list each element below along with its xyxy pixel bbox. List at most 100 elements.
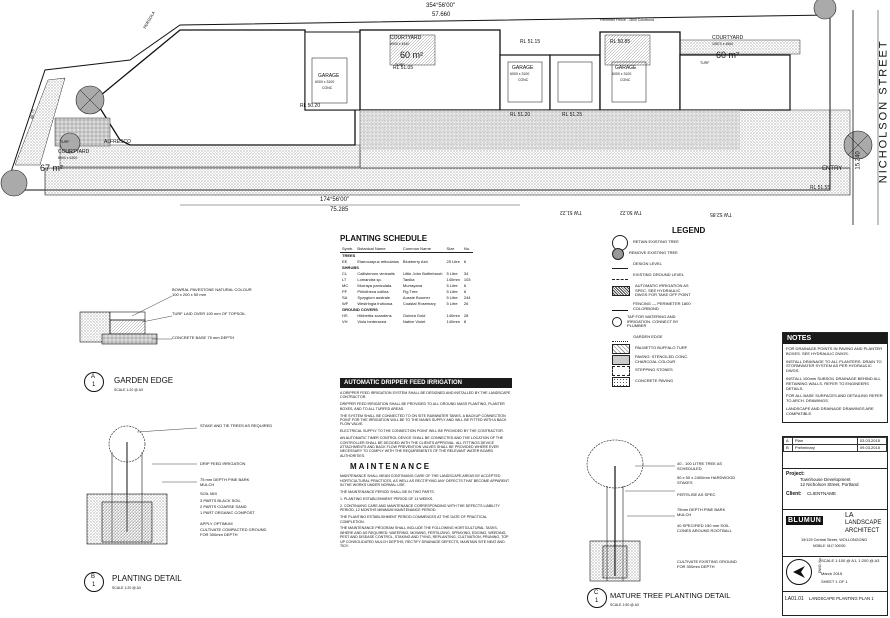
mature-tree-note-4: 75mm DEPTH PINE BARK MULCH [677,507,726,517]
length-bottom: 75.285 [330,207,349,213]
garage-3-rl: RL 51.25 [562,112,583,118]
legend-label: PALMETTO BUFFALO TURF [635,345,688,351]
schedule-group-row: GROUND COVERS [340,307,473,313]
schedule-cell: Native Violet [402,319,426,324]
note-item: INSTALL DRAINAGE TO ALL PLANTERS. DRAIN … [786,358,882,374]
drawing-title: LANDSCAPE PLANTING PLAN 1 [809,596,874,601]
irrigation-paragraph: ELECTRICAL SUPPLY TO THE CONNECTION POIN… [340,429,504,434]
firm-line2: ARCHITECT [845,528,880,534]
scale-text: SCALE 1:100 @ A1, 1:200 @ A3 [821,558,880,563]
title-block: A Plan 03.03.2015 B Preliminary 09.03.20… [782,436,888,616]
schedule-group-row: SHRUBS [340,265,473,271]
schedule-cell: Coastal Rosemary [402,301,436,306]
legend-label: EXISTING GROUND LEVEL [633,272,685,278]
north-arrow-icon [786,559,812,585]
planting-detail-note-2: DRIP FEED IRRIGATION [200,461,246,466]
planting-detail-note-5: 3 PARTS BLACK SOIL [200,498,241,503]
schedule-cell: 103 [463,277,471,282]
legend-label: CONCRETE PAVING [635,378,674,384]
schedule-cell: SA [342,295,348,300]
bearing-top: 354°56'00" [426,3,456,9]
legend-label: AUTOMATIC IRRIGATION AS SPEC. SEE HYDRAU… [635,283,691,298]
planting-schedule-title: PLANTING SCHEDULE [340,234,428,243]
mature-tree-marker: C 1 [587,588,607,608]
legend-item: EXISTING GROUND LEVEL [612,270,792,281]
mature-tree-note-5: 40 SPECIFIED 150 mm SOIL CONES AROUND RO… [677,523,732,533]
schedule-cell: 6 [463,259,467,264]
planting-detail-letter: B [91,574,96,580]
schedule-header-cell: Botanical Name [355,246,401,253]
irrigation-paragraph: AN AUTOMATIC TIMER CONTROL DEVICE SHALL … [340,436,504,458]
mature-tree-note-6: CULTIVATE EXISTING GROUND FOR 300mm DEPT… [677,559,737,569]
garage-1-dims: 6000 x 3100 [315,80,335,84]
schedule-cell: Tanika [402,277,415,282]
garden-edge-num: 1 [92,382,96,388]
rl-5155: RL 51.55 [810,185,831,191]
site-plan: 354°56'00" 57.660 Perimeter Fence - 1800… [0,0,890,225]
courtyard-3-label: COURTYARD [58,149,90,155]
schedule-cell: 5 Litre [446,295,458,300]
bearing-bottom: 174°56'00" [320,197,350,203]
legend-item: RETAIN EXISTING TREE [612,234,792,251]
tw-5285: TW 52.85 [710,210,732,217]
schedule-header-cell: Size [444,246,462,253]
legend-swatch-icon [612,302,628,311]
firm-logo: BLUMUN [786,516,824,525]
courtyard-1-turf: TURF [395,63,405,67]
schedule-cell: Fig Tree [402,289,418,294]
legend-item: DESIGN LEVEL [612,259,792,270]
schedule-group-row: TREES [340,253,473,260]
garden-edge-detail: BOWRAL PAVESTONE NATURAL COLOUR 100 x 20… [72,282,312,392]
schedule-cell: Aussie Boomer [402,295,431,300]
rev-desc: Plan [791,437,858,445]
garden-edge-note-1: BOWRAL PAVESTONE NATURAL COLOUR 100 x 20… [172,287,252,297]
legend-swatch-icon [612,286,630,296]
garden-edge-note-2: TURF LAID OVER 100 mm OF TOPSOIL [172,311,246,316]
irrigation-paragraph: DRIPPER FEED IRRIGATION SHALL BE PROVIDE… [340,402,505,411]
legend-item: GARDEN EDGE [612,332,792,343]
garden-edge-title: GARDEN EDGE [114,376,174,385]
schedule-cell: 140mm [446,313,460,318]
schedule-cell: 244 [463,295,471,300]
legend-swatch-icon [612,333,628,342]
schedule-cell: 34 [463,271,469,276]
irrigation-block: AUTOMATIC DRIPPER FEED IRRIGATION A DRIP… [340,378,512,551]
firm-la: LA [845,512,854,519]
garage-1-label: GARAGE [318,73,340,79]
garden-edge-letter: A [91,374,96,380]
rev-date: 03.03.2015 [856,437,888,445]
schedule-cell: 5 Litre [446,301,458,306]
legend-item: FENCING — PERIMETER 1800 COLORBOND [612,301,792,312]
revision-row: B Preliminary 09.03.2015 [783,444,888,452]
schedule-cell: LT [342,277,347,282]
schedule-cell: CL [342,271,348,276]
legend-swatch-icon [612,343,630,354]
schedule-group-name: SHRUBS [342,265,359,270]
schedule-group-name: TREES [342,253,356,258]
schedule-cell: Syzygium australe [357,295,391,300]
schedule-cell: PF [342,289,348,294]
irrigation-paragraph: THE SYSTEM SHALL BE CONNECTED TO ON SITE… [340,413,507,427]
rev-desc: Preliminary [791,444,858,452]
legend-swatch-icon [612,354,630,365]
project-address: 12 Nicholson Street, Portland [800,482,859,487]
note-item: FOR DRAINAGE POINTS IN PAVING AND PLANTE… [786,346,883,356]
schedule-cell: HS [342,313,348,318]
courtyard-3-dims: 8900 x 6300 [58,156,78,160]
legend-item: PAVING: STENCILED CONC. CHARCOAL COLOUR [612,354,792,365]
client-label: Client: CLIENTNAME [786,491,884,497]
project-info: Project: Townhouse Development 12 Nichol… [783,468,887,509]
schedule-cell: Elaeocarpus reticulatus [357,259,399,264]
note-item: FOR ALL BASE SURFACES AND DETAILING REFE… [786,393,883,404]
mature-tree-note-2: 50 x 50 x 2400mm HARDWOOD STAKES [677,475,736,485]
note-item: INSTALL 100mm SUBSOIL DRAINAGE BEHIND AL… [786,375,881,391]
garage-3-dims: 6000 x 3100 [612,72,632,76]
planting-detail-scale: SCALE 1:20 @ A3 [112,586,141,590]
legend-item: REMOVE EXISTING TREE [612,247,792,260]
rl-5105: RL 51.05 [393,65,414,71]
